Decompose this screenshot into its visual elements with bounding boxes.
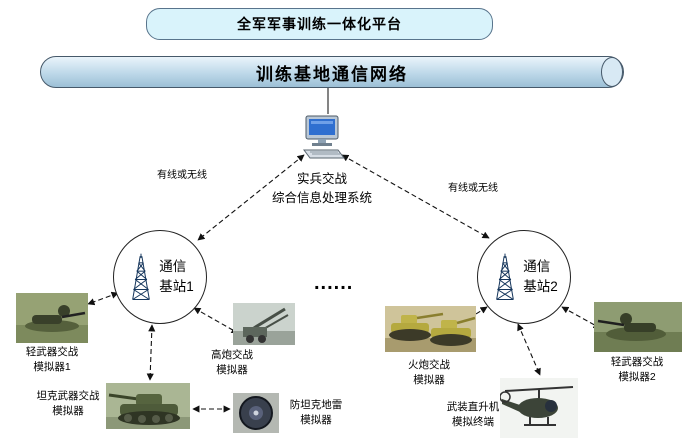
- base-station-2-label: 通信 基站2: [523, 258, 558, 294]
- link-computer-station1: [197, 154, 305, 241]
- artillery-sim-label: 火炮交战 模拟器: [408, 359, 450, 386]
- antitank-mine-sim-label: 防坦克地雷 模拟器: [289, 399, 343, 426]
- base-station-1: 通信 基站1: [113, 230, 207, 324]
- link-label-right: 有线或无线: [447, 179, 499, 194]
- light-weapon-sim-1-label: 轻武器交战 模拟器1: [25, 346, 79, 373]
- network-pipe: 训练基地通信网络: [40, 56, 624, 88]
- aa-gun-sim-label: 高炮交战 模拟器: [211, 349, 253, 376]
- link-station1-aagun: [193, 307, 239, 334]
- link-station1-lightweapon1: [87, 291, 119, 306]
- network-pipe-body: [40, 56, 624, 88]
- network-pipe-endcap: [601, 57, 623, 87]
- base-station-2: 通信 基站2: [477, 230, 571, 324]
- link-computer-station2: [341, 154, 490, 239]
- helicopter-terminal-label: 武装直升机 模拟终端: [446, 401, 500, 428]
- base-station-1-label: 通信 基站1: [159, 258, 194, 294]
- more-stations-ellipsis: ......: [314, 272, 354, 294]
- computer-icon: [298, 114, 346, 162]
- tank-photo: [106, 383, 190, 429]
- mine-photo: [233, 393, 279, 433]
- light-weapon-sim-2-label: 轻武器交战 模拟器2: [610, 356, 664, 383]
- anti-aircraft-gun-photo: [233, 303, 295, 345]
- processing-system-label: 实兵交战 综合信息处理系统: [271, 172, 372, 205]
- network-pipe-label: 训练基地通信网络: [256, 64, 408, 84]
- platform-title: 全军军事训练一体化平台: [237, 16, 402, 32]
- link-station2-lightweapon2: [561, 306, 601, 329]
- platform-title-box: 全军军事训练一体化平台: [146, 8, 493, 40]
- link-station1-tank: [146, 324, 156, 381]
- link-label-left: 有线或无线: [156, 166, 208, 181]
- artillery-tanks-photo: [385, 306, 476, 352]
- link-station2-helicopter: [517, 323, 541, 376]
- tank-weapon-sim-label: 坦克武器交战 模拟器: [36, 390, 100, 417]
- soldier-photo-1: [16, 293, 88, 343]
- radio-tower-icon: [126, 250, 156, 304]
- soldier-photo-2: [594, 302, 682, 352]
- helicopter-photo: [500, 378, 578, 438]
- radio-tower-icon: [490, 250, 520, 304]
